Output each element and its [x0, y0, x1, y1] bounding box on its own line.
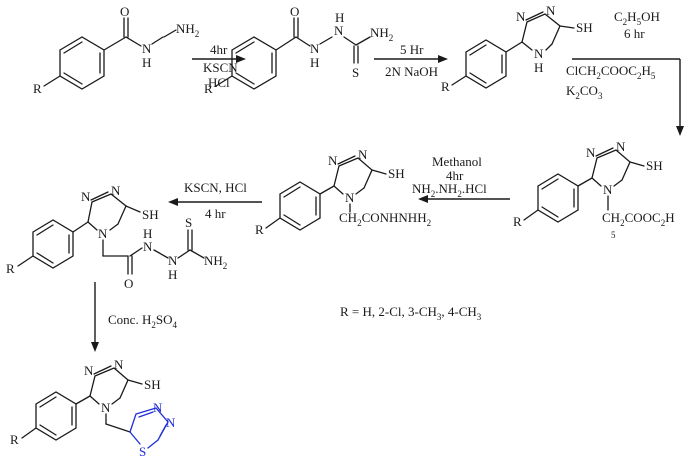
carbonyl-oxygen: O [124, 276, 133, 291]
triazole-nitrogen-4: N [534, 46, 544, 61]
r-group-label: R [441, 79, 450, 94]
compound-benzohydrazide: R O N H NH2 [33, 4, 199, 96]
r-group-label: R [513, 214, 522, 229]
amide-hydrogen: H [142, 55, 151, 70]
step5-reagent: KSCN, HCl [184, 180, 247, 195]
step1-reagent-kscn: KSCN [203, 60, 238, 75]
thiadiazole-nitrogen-2: N [166, 415, 176, 430]
step4-time: 4hr [446, 168, 464, 183]
amino-group: NH2 [176, 21, 199, 39]
triazole-nitrogen-4: N [98, 226, 108, 241]
amino-group: NH2 [370, 25, 393, 43]
r-group-label: R [255, 222, 264, 237]
triazole-nitrogen-2: N [114, 357, 124, 372]
compound-triazole-thiol: R N N N H SH [441, 3, 593, 94]
step4-reagent: NH2.NH2.HCl [412, 181, 487, 199]
reaction-step-5: KSCN, HCl 4 hr [168, 180, 262, 221]
thiadiazole-nitrogen-1: N [153, 400, 163, 415]
carbonyl-oxygen: O [120, 4, 129, 19]
step1-reagent-hcl: HCl [208, 75, 230, 90]
r-group-label: R [6, 261, 15, 276]
reaction-step-6: Conc. H2SO4 [91, 282, 177, 352]
thione-sulfur: S [185, 215, 192, 230]
ester-side-chain: CH2COOC2H [602, 210, 675, 228]
r-group-label: R [10, 432, 19, 447]
compound-final-thiadiazole: R N N N SH N N S [10, 357, 176, 459]
thiol-group: SH [388, 166, 405, 181]
triazole-nitrogen-4: N [345, 190, 355, 205]
reaction-step-2: 5 Hr 2N NaOH [374, 42, 448, 79]
step3-time: 6 hr [624, 26, 645, 41]
r-group-label: R [204, 81, 213, 96]
thiol-group: SH [576, 20, 593, 35]
step3-alkylating-agent: ClCH2COOC2H5 [566, 63, 656, 81]
reaction-step-3: C2H5OH 6 hr ClCH2COOC2H5 K2CO3 [566, 9, 684, 136]
thiol-group: SH [646, 158, 663, 173]
triazole-nitrogen-2: N [546, 3, 556, 18]
amide-nitrogen: N [310, 41, 320, 56]
amide-hydrogen: H [143, 226, 152, 241]
triazole-nh-hydrogen: H [534, 60, 543, 75]
thiol-group: SH [144, 377, 161, 392]
thiadiazole-sulfur: S [139, 444, 146, 459]
triazole-nitrogen-1: N [586, 145, 596, 160]
hydrazine-hydrogen: H [168, 267, 177, 282]
amide-hydrogen: H [310, 55, 319, 70]
step2-time: 5 Hr [400, 42, 424, 57]
amide-nitrogen: N [142, 41, 152, 56]
hydrazine-nitrogen: N [168, 253, 178, 268]
hydrazine-nitrogen: N [334, 23, 344, 38]
compound-triazole-hydrazide: R N N N SH CH2CONHNHH2 [255, 147, 431, 237]
reaction-step-1: 4hr KSCN HCl [192, 42, 246, 90]
hydrazide-side-chain: CH2CONHNHH2 [339, 210, 431, 228]
step5-time: 4 hr [205, 206, 226, 221]
triazole-nitrogen-4: N [101, 400, 111, 415]
step4-solvent: Methanol [432, 154, 482, 169]
ester-subscript-5: 5 [611, 230, 616, 240]
hydrazine-hydrogen: H [335, 10, 344, 25]
triazole-nitrogen-1: N [84, 363, 94, 378]
step3-base: K2CO3 [566, 83, 603, 101]
triazole-nitrogen-1: N [81, 189, 91, 204]
triazole-nitrogen-1: N [516, 9, 526, 24]
thiol-group: SH [142, 207, 159, 222]
triazole-nitrogen-2: N [111, 183, 121, 198]
step1-time: 4hr [210, 42, 228, 57]
step2-reagent: 2N NaOH [385, 64, 438, 79]
compound-triazole-thiosemicarbazide: R N N N SH O H N N H S NH2 [6, 183, 227, 291]
triazole-nitrogen-2: N [616, 139, 626, 154]
triazole-nitrogen-2: N [358, 147, 368, 162]
triazole-nitrogen-4: N [603, 182, 613, 197]
amino-group: NH2 [204, 253, 227, 271]
compound-thiosemicarbazide: R O N H H N NH2 S [204, 4, 393, 96]
compound-triazole-ester: R N N N SH CH2COOC2H 5 [513, 139, 675, 240]
reaction-step-4: Methanol 4hr NH2.NH2.HCl [412, 154, 510, 203]
step3-solvent: C2H5OH [614, 9, 660, 27]
step6-reagent: Conc. H2SO4 [108, 312, 177, 330]
triazole-nitrogen-1: N [328, 153, 338, 168]
r-group-label: R [33, 81, 42, 96]
thione-sulfur: S [352, 65, 359, 80]
carbonyl-oxygen: O [290, 4, 299, 19]
r-group-definition: R = H, 2-Cl, 3-CH3, 4-CH3 [340, 304, 482, 322]
amide-nitrogen: N [143, 239, 153, 254]
